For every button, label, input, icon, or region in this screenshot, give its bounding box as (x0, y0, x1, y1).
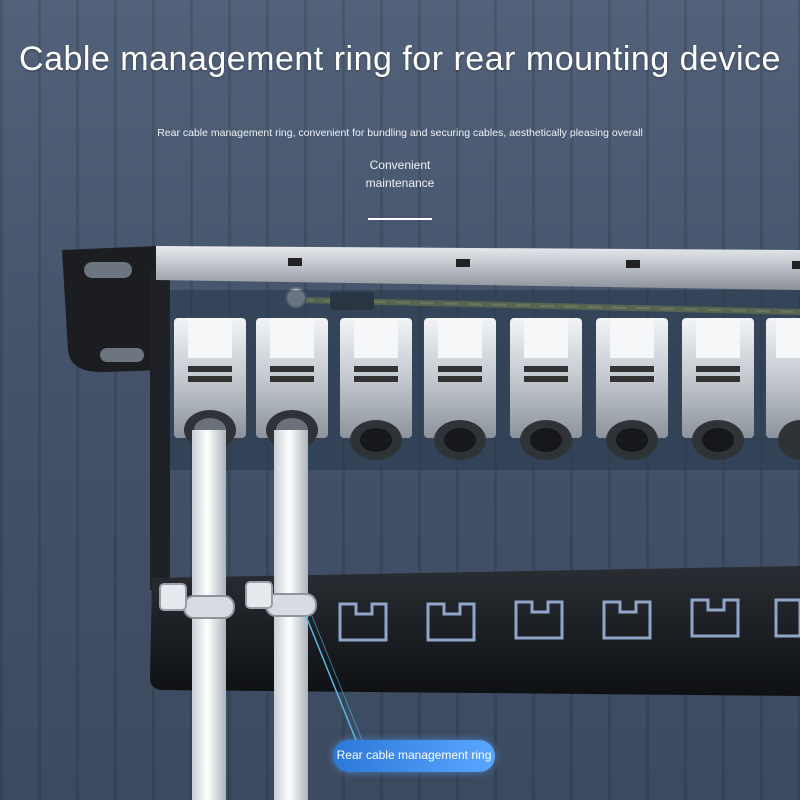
keystone-jack-4 (424, 318, 496, 460)
bar-slot (690, 598, 740, 638)
note-line-1: Convenient (369, 158, 431, 172)
mounting-ear (62, 246, 160, 373)
subtitle: Rear cable management ring, convenient f… (157, 127, 643, 139)
keystone-jack-3 (340, 318, 412, 460)
bar-slot (426, 602, 476, 642)
callout-label: Rear cable management ring (336, 748, 492, 762)
cable-ring-1 (183, 595, 235, 619)
callout-leader-line (305, 615, 357, 741)
bar-slot (602, 600, 652, 640)
ring-clip-2 (245, 581, 273, 609)
rail-slot (626, 260, 640, 268)
keystone-jack-7 (682, 318, 754, 460)
ear-hole-top (84, 262, 132, 278)
rail-slot (288, 258, 302, 266)
callout-leader-line-2 (311, 615, 363, 741)
bar-slot (774, 598, 800, 638)
cable-ring-2 (265, 593, 317, 617)
bar-slot (338, 602, 388, 642)
ear-hole-bottom (100, 348, 144, 362)
ring-clip-1 (159, 583, 187, 611)
top-rail (156, 246, 800, 290)
rail-slot (456, 259, 470, 267)
bar-slots (338, 598, 800, 642)
note-line-2: maintenance (365, 176, 435, 190)
bar-slot (514, 600, 564, 640)
note-underline (368, 218, 432, 220)
keystone-jack-8 (766, 318, 800, 460)
rail-slot (792, 261, 800, 269)
keystone-jack-6 (596, 318, 668, 460)
keystone-jack-5 (510, 318, 582, 460)
page-title: Cable management ring for rear mounting … (19, 40, 781, 78)
callout-badge: Rear cable management ring (333, 740, 495, 772)
cable-rings (159, 581, 317, 619)
side-wall (150, 270, 170, 590)
maintenance-note: Convenient maintenance (360, 156, 440, 192)
